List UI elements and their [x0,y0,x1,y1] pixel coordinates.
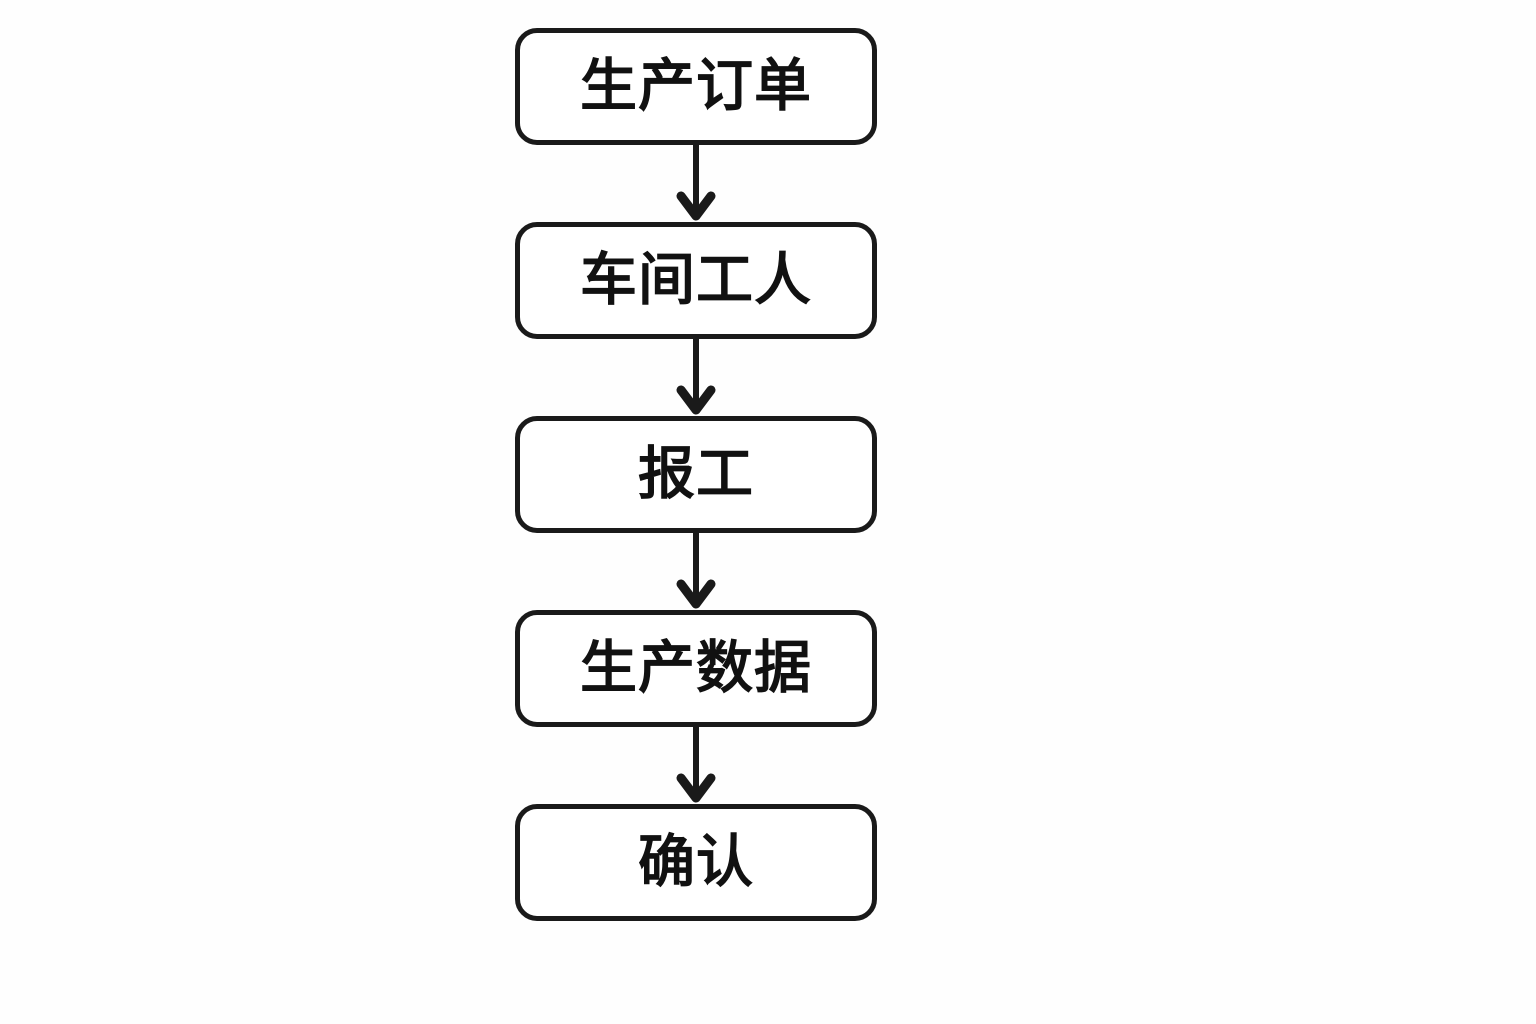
flow-node-production-order: 生产订单 [515,28,877,145]
flowchart-column: 生产订单 车间工人 报工 生产数据 确认 [515,28,877,921]
node-label-work-report: 报工 [638,442,754,506]
flow-node-confirm: 确认 [515,804,877,921]
arrow-down-icon [676,533,716,609]
arrow-down-icon [676,339,716,415]
flow-node-workshop-worker: 车间工人 [515,222,877,339]
node-label-production-data: 生产数据 [580,636,812,700]
flow-node-work-report: 报工 [515,416,877,533]
node-label-workshop-worker: 车间工人 [580,248,812,312]
arrow-down-icon [676,145,716,221]
flow-node-production-data: 生产数据 [515,610,877,727]
node-label-production-order: 生产订单 [580,54,812,118]
node-label-confirm: 确认 [638,830,754,894]
arrow-down-icon [676,727,716,803]
